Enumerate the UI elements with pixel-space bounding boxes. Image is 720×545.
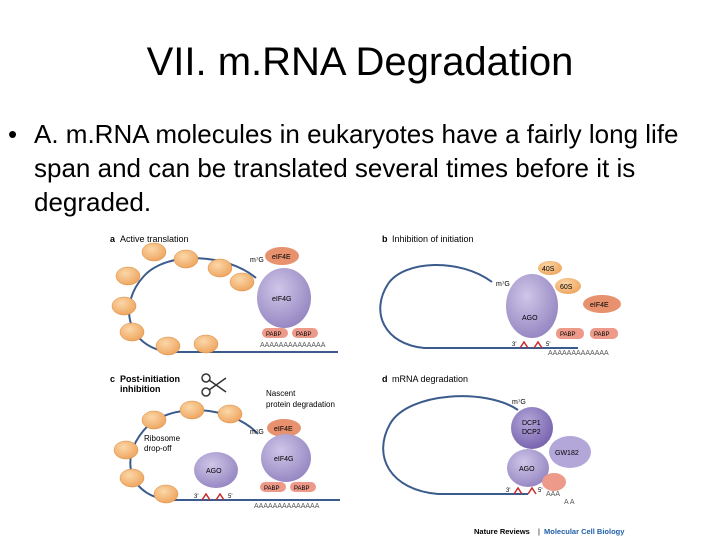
panel-b-m7g: m⁷G — [496, 281, 510, 288]
panel-c-letter: c — [110, 374, 115, 384]
panel-a-pabp-2 — [292, 328, 318, 338]
panel-c-m7g: m⁷G — [250, 429, 264, 436]
panel-c-title-1: Post-initiation — [120, 374, 180, 384]
panel-d-title: mRNA degradation — [392, 374, 468, 384]
panel-c-pabp-2-label: PABP — [294, 486, 310, 492]
panel-b-eif4e — [583, 295, 621, 313]
figure-diagram: a Active translation m⁷G eIF4E eIF4G PAB… — [110, 234, 625, 536]
panel-a-pabp-1-label: PABP — [266, 332, 282, 338]
panel-d-ago-label: AGO — [519, 466, 535, 473]
panel-b-3prime: 3' — [512, 342, 516, 348]
panel-c-eif4e-label: eIF4E — [274, 426, 293, 433]
panel-c-eif4g-label: eIF4G — [274, 456, 293, 463]
panel-a-eif4e-label: eIF4E — [272, 254, 291, 261]
panel-a-pabp-2-label: PABP — [296, 332, 312, 338]
panel-c-5prime: 5' — [228, 494, 232, 500]
panel-d-mirna-sites — [513, 486, 537, 495]
panel-a: a Active translation m⁷G eIF4E eIF4G PAB… — [110, 234, 338, 356]
panel-b-title: Inhibition of initiation — [392, 234, 474, 244]
panel-d-letter: d — [382, 374, 388, 384]
panel-c-title-2: inhibition — [120, 384, 161, 394]
panel-b-ago-label: AGO — [522, 315, 538, 322]
panel-b-60s-label: 60S — [560, 284, 573, 291]
panel-c: c Post-initiation inhibition Nascent pro… — [110, 373, 340, 510]
scissors-icon — [201, 373, 227, 397]
panel-b: b Inhibition of initiation m⁷G AGO 40S 6… — [379, 234, 621, 357]
panel-c-3prime: 3' — [194, 494, 198, 500]
panel-b-ago — [506, 274, 558, 338]
panel-b-pabp-2 — [590, 328, 618, 339]
panel-d: d mRNA degradation m⁷G DCP1 DCP2 GW182 A… — [382, 374, 591, 506]
panel-c-pabp-1-label: PABP — [264, 486, 280, 492]
panel-b-mrna-loop — [379, 264, 578, 349]
panel-a-m7g: m⁷G — [250, 257, 264, 264]
panel-a-pabp-1 — [262, 328, 288, 338]
panel-d-a-tail: A A — [564, 499, 575, 506]
panel-b-eif4e-label: eIF4E — [590, 302, 609, 309]
credit-separator: | — [538, 527, 540, 536]
panel-a-eif4g — [257, 268, 311, 328]
panel-d-ago — [507, 449, 549, 487]
slide-title: VII. m.RNA Degradation — [146, 40, 574, 84]
panel-d-dcp2: DCP2 — [522, 429, 541, 436]
bullet-text: A. m.RNA molecules in eukaryotes have a … — [34, 119, 679, 217]
credit-section: Molecular Cell Biology — [544, 527, 625, 536]
panel-d-dcp-complex — [511, 407, 553, 449]
credit-journal: Nature Reviews — [474, 527, 530, 536]
panel-d-dcp1: DCP1 — [522, 420, 541, 427]
panel-a-title: Active translation — [120, 234, 189, 244]
panel-d-pabp — [542, 473, 566, 491]
panel-a-polya: AAAAAAAAAAAAAA — [260, 342, 326, 349]
panel-b-5prime: 5' — [546, 342, 550, 348]
panel-c-polya: AAAAAAAAAAAAAA — [254, 503, 320, 510]
panel-b-pabp-1 — [556, 328, 584, 339]
panel-b-60s — [555, 278, 581, 294]
panel-d-gw182 — [549, 436, 591, 468]
panel-c-eif4g — [261, 434, 311, 482]
figure: a Active translation m⁷G eIF4E eIF4G PAB… — [108, 228, 648, 540]
panel-c-ago-label: AGO — [206, 468, 222, 475]
panel-c-ribosomes — [113, 400, 243, 504]
panel-d-5prime: 5' — [538, 488, 542, 494]
panel-b-mirna-sites — [519, 340, 543, 349]
panel-c-pabp-2 — [290, 482, 316, 492]
panel-c-pabp-1 — [260, 482, 286, 492]
panel-a-eif4g-label: eIF4G — [272, 296, 291, 303]
panel-a-ribosomes — [111, 242, 255, 356]
panel-d-gw182-label: GW182 — [555, 450, 579, 457]
panel-b-pabp-1-label: PABP — [560, 332, 576, 338]
panel-a-letter: a — [110, 234, 116, 244]
panel-d-3prime: 3' — [506, 488, 510, 494]
panel-b-pabp-2-label: PABP — [594, 332, 610, 338]
panel-b-letter: b — [382, 234, 388, 244]
panel-d-m7g: m⁷G — [512, 399, 526, 406]
panel-c-ribosome-1: Ribosome — [144, 434, 181, 443]
bullet-item: • A. m.RNA molecules in eukaryotes have … — [8, 117, 698, 219]
panel-c-mirna-sites — [201, 492, 225, 501]
panel-d-polya: AAA — [546, 491, 560, 498]
panel-a-eif4e — [265, 247, 299, 265]
bullet-dot: • — [8, 119, 18, 149]
panel-c-nascent-2: protein degradation — [266, 400, 335, 409]
panel-c-ago — [194, 452, 238, 488]
figure-credit: Nature Reviews | Molecular Cell Biology — [474, 527, 625, 536]
panel-d-mrna-loop — [382, 395, 528, 495]
panel-b-40s-label: 40S — [542, 266, 555, 273]
panel-c-ribosome-2: drop-off — [144, 444, 172, 453]
panel-b-polya: AAAAAAAAAAAAA — [548, 350, 609, 357]
panel-c-nascent-1: Nascent — [266, 389, 296, 398]
panel-c-eif4e — [267, 419, 301, 437]
panel-b-40s — [538, 261, 562, 275]
